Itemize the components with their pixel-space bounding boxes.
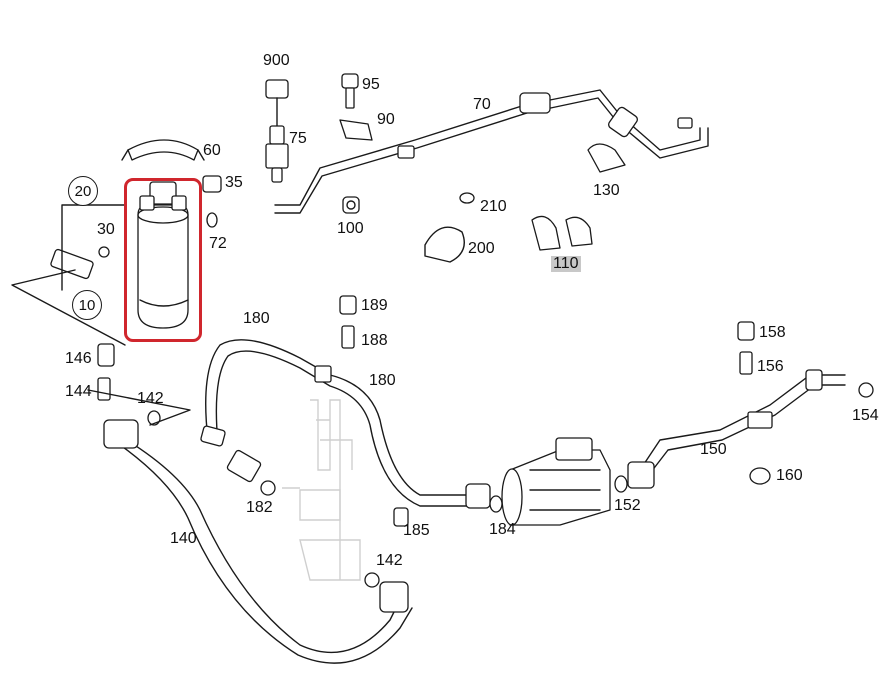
washer-210 — [459, 192, 475, 204]
hose-140 — [103, 419, 413, 664]
oring-182 — [260, 480, 276, 496]
valve-156 — [739, 351, 753, 375]
callout-60: 60 — [203, 142, 221, 159]
oring-72 — [206, 212, 218, 228]
oring-142-bottom — [364, 572, 380, 588]
fitting-35 — [202, 175, 222, 193]
callout-130: 130 — [593, 182, 620, 199]
callout-900: 900 — [263, 52, 290, 69]
callout-95: 95 — [362, 76, 380, 93]
callout-152: 152 — [614, 497, 641, 514]
grommet-160 — [749, 467, 771, 485]
callout-146: 146 — [65, 350, 92, 367]
callout-30: 30 — [97, 221, 115, 238]
bolt-95 — [341, 73, 359, 109]
callout-185: 185 — [403, 522, 430, 539]
valve-188 — [341, 325, 355, 349]
compressor — [501, 437, 611, 526]
callout-35: 35 — [225, 174, 243, 191]
callout-180-upper: 180 — [243, 310, 270, 327]
valve-cap-189 — [339, 295, 357, 315]
valve-144 — [97, 377, 111, 401]
callout-72: 72 — [209, 235, 227, 252]
callout-90: 90 — [377, 111, 395, 128]
clip-110 — [531, 215, 593, 251]
bracket-60 — [121, 139, 205, 161]
callout-75: 75 — [289, 130, 307, 147]
highlight-frame-receiver-drier — [124, 178, 202, 342]
callout-140: 140 — [170, 530, 197, 547]
callout-144: 144 — [65, 383, 92, 400]
pipe-70 — [274, 89, 709, 214]
hose-180 — [200, 339, 491, 509]
callout-160: 160 — [776, 467, 803, 484]
nut-100 — [342, 196, 360, 214]
callout-154: 154 — [852, 407, 879, 424]
callout-142-upper: 142 — [137, 390, 164, 407]
callout-156: 156 — [757, 358, 784, 375]
callout-210: 210 — [480, 198, 507, 215]
callout-200: 200 — [468, 240, 495, 257]
callout-150: 150 — [700, 441, 727, 458]
callout-182: 182 — [246, 499, 273, 516]
callout-188: 188 — [361, 332, 388, 349]
callout-189: 189 — [361, 297, 388, 314]
oring-154 — [858, 382, 874, 398]
callout-142-lower: 142 — [376, 552, 403, 569]
callout-184: 184 — [489, 521, 516, 538]
valve-cap-158 — [737, 321, 755, 341]
pressure-switch-75 — [265, 79, 289, 183]
engine-ghost — [282, 399, 361, 581]
circled-callout-20: 20 — [68, 176, 98, 206]
clip-130 — [587, 143, 626, 173]
circled-callout-10: 10 — [72, 290, 102, 320]
clip-90 — [339, 119, 373, 141]
callout-70: 70 — [473, 96, 491, 113]
oring-142-top — [147, 410, 161, 426]
receiver-drier — [137, 181, 189, 329]
oring-184 — [489, 495, 503, 513]
valve-cap-146 — [97, 343, 115, 367]
pipe-150 — [627, 369, 846, 489]
callout-180-lower: 180 — [369, 372, 396, 389]
oring-152 — [614, 475, 628, 493]
callout-158: 158 — [759, 324, 786, 341]
bolt-185 — [393, 507, 409, 527]
clamp-200 — [424, 226, 465, 263]
callout-110: 110 — [551, 255, 581, 272]
callout-100: 100 — [337, 220, 364, 237]
